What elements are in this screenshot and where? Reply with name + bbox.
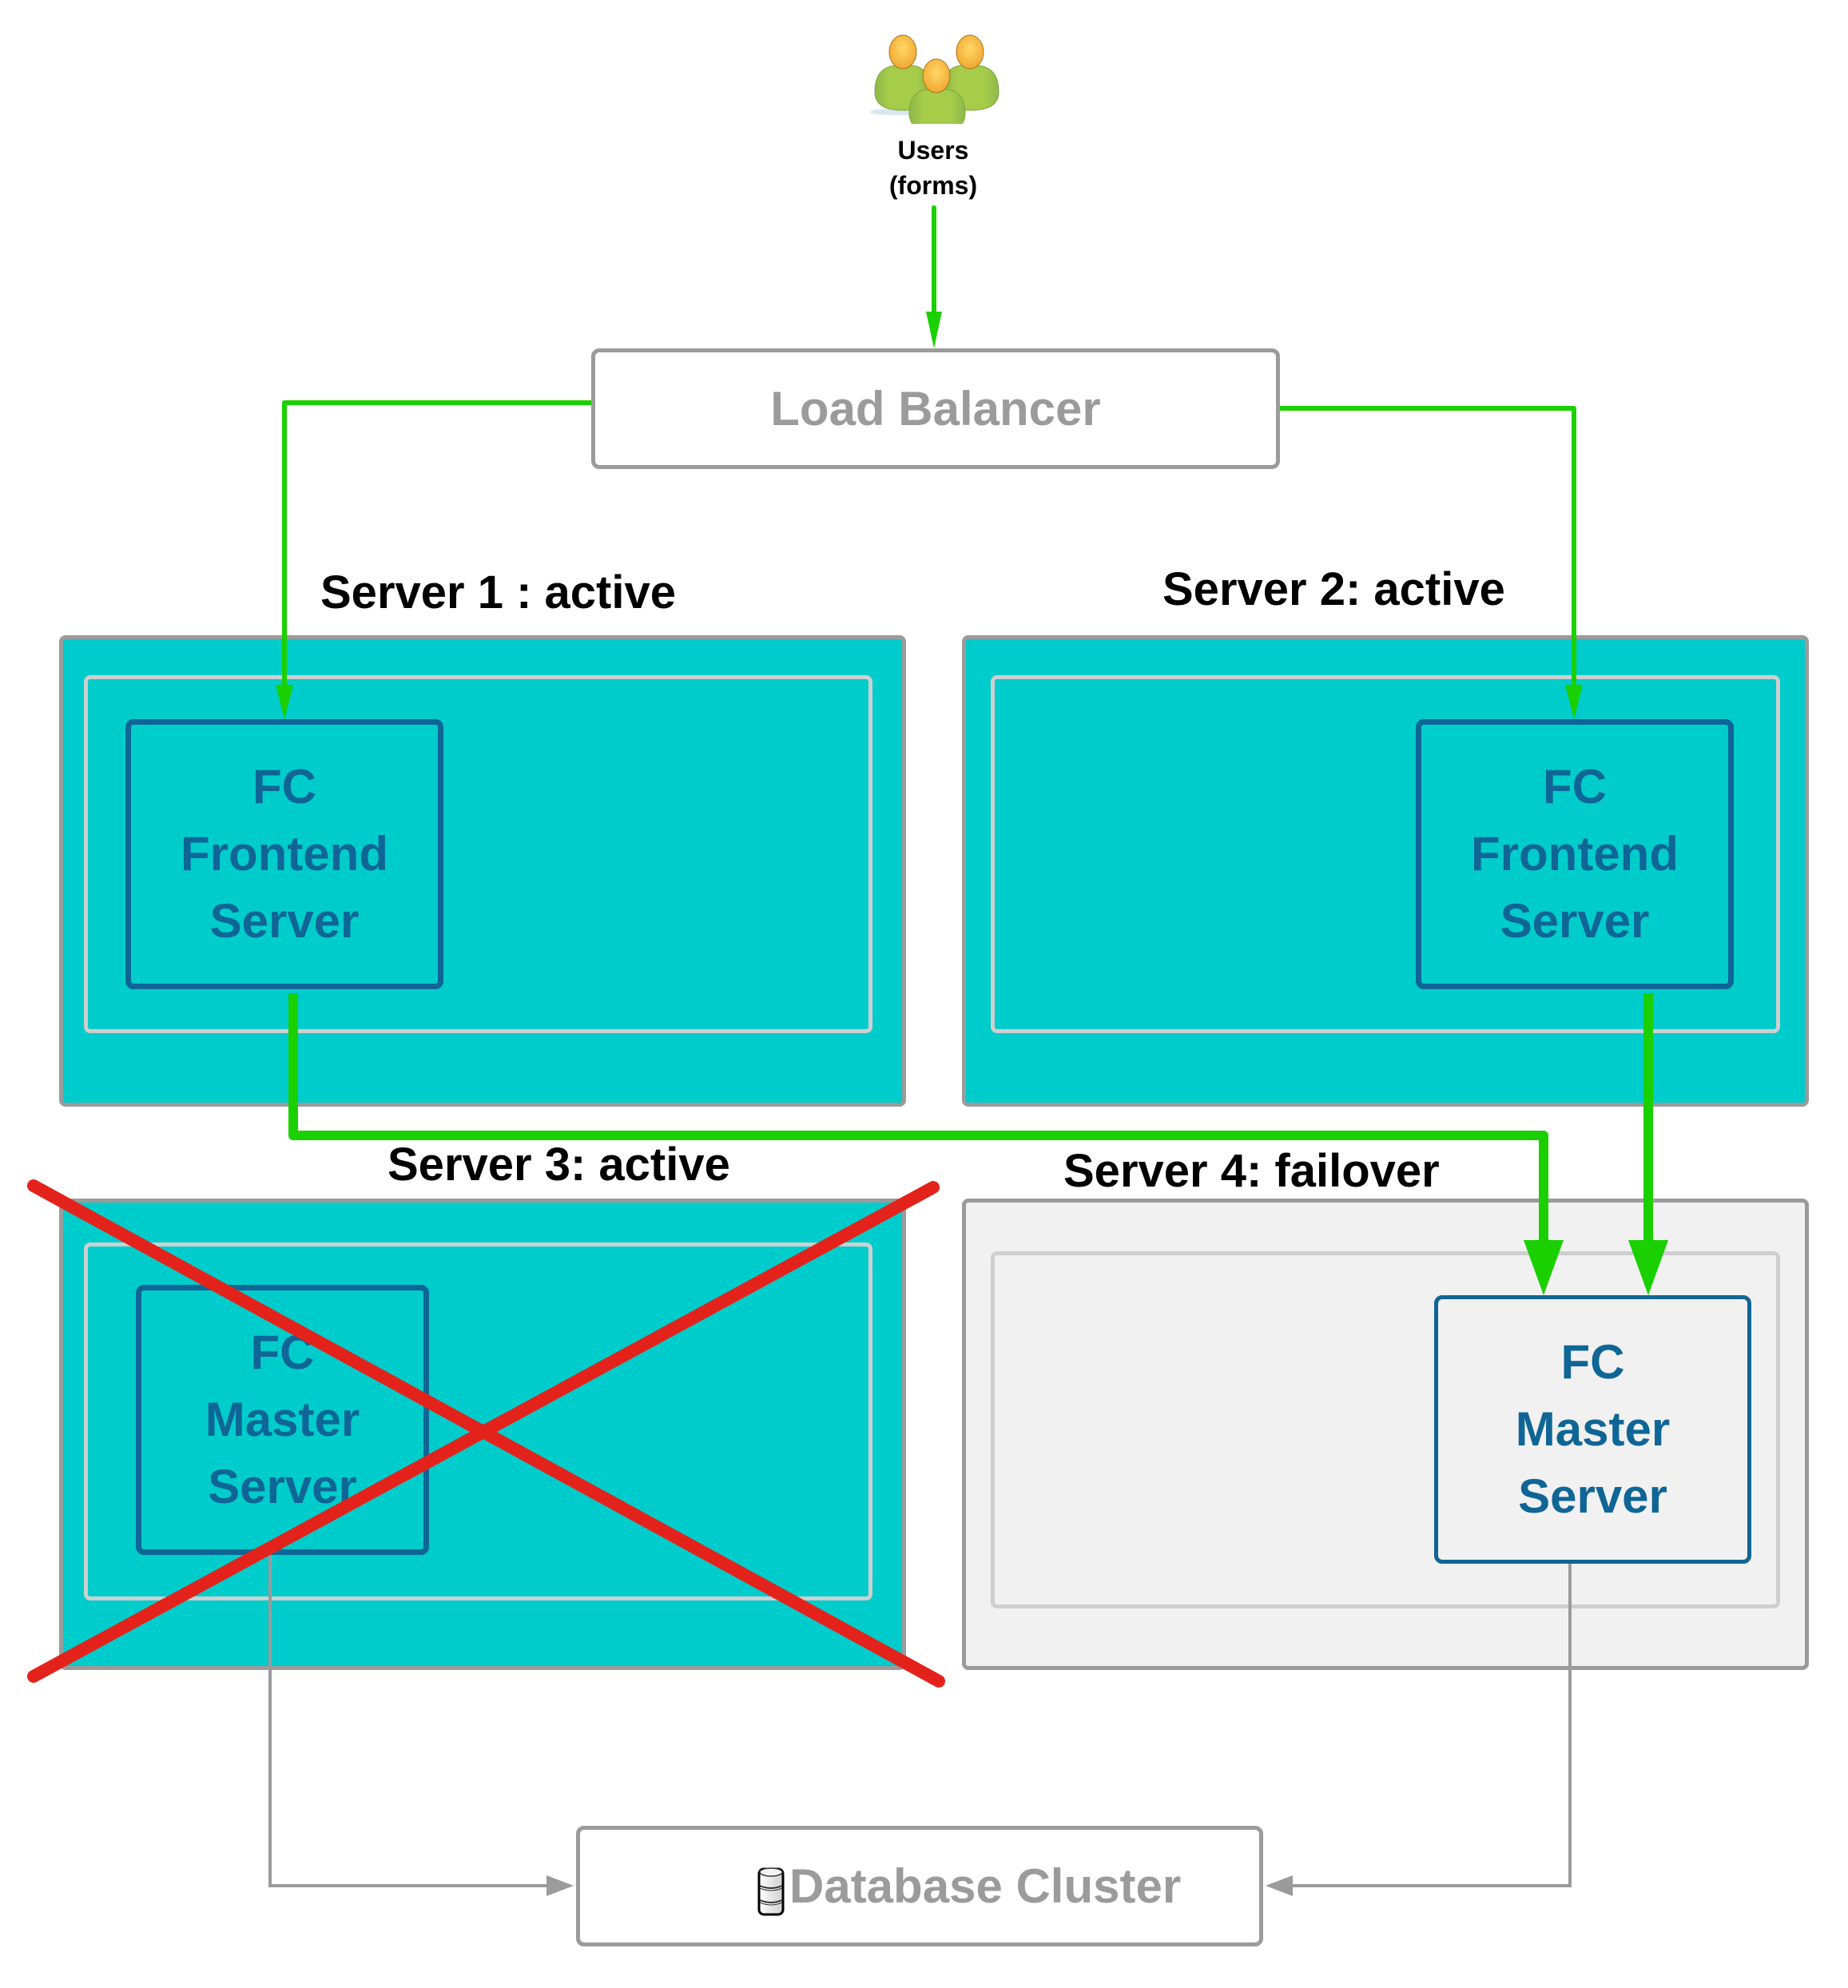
server-1-fc-frontend-server[interactable]: FC Frontend Server — [125, 719, 443, 989]
component-line: Server — [208, 1460, 357, 1513]
server-2-box[interactable] — [962, 635, 1809, 1107]
database-cluster-box[interactable]: Database Cluster — [576, 1826, 1263, 1946]
arrowhead-icon — [1628, 1240, 1668, 1295]
arrow-server-1-to-server-4-master — [288, 993, 1548, 1246]
component-line: FC — [1560, 1335, 1625, 1389]
load-balancer-label: Load Balancer — [770, 382, 1101, 435]
component-line: Master — [205, 1393, 360, 1446]
server-2-inner-frame — [991, 675, 1780, 1033]
arrowhead-icon — [1266, 1875, 1293, 1896]
arrowhead-icon — [926, 312, 942, 348]
arrowhead-icon — [276, 685, 293, 719]
server-4-inner-frame — [991, 1251, 1780, 1608]
server-4-label: Server 4: failover — [1063, 1145, 1440, 1197]
database-icon — [757, 1866, 785, 1918]
server-2-label: Server 2: active — [1162, 563, 1505, 615]
server-1-label: Server 1 : active — [320, 567, 676, 618]
server-3-inner-frame — [84, 1242, 872, 1600]
component-line: FC — [1543, 760, 1607, 813]
database-cluster-label: Database Cluster — [789, 1859, 1182, 1913]
component-line: FC — [252, 760, 316, 813]
arrow-lb-to-server-2 — [1280, 406, 1576, 687]
arrowhead-icon — [546, 1875, 574, 1896]
server-1-inner-frame — [84, 675, 872, 1033]
server-1-box[interactable] — [59, 635, 906, 1107]
load-balancer-box[interactable]: Load Balancer — [591, 348, 1280, 469]
arrow-lb-to-server-1 — [282, 400, 591, 687]
component-line: Server — [1518, 1469, 1667, 1523]
users-group-icon — [868, 16, 1003, 133]
server-2-fc-frontend-server[interactable]: FC Frontend Server — [1416, 719, 1734, 989]
users-label-line2: (forms) — [888, 171, 978, 200]
component-line: Server — [209, 894, 360, 948]
connection-server-4-to-database — [1288, 1564, 1572, 1887]
failure-cross-icon — [27, 1181, 940, 1683]
users-label-line1: Users — [897, 136, 969, 165]
arrowhead-icon — [1524, 1240, 1564, 1295]
component-line: Master — [1515, 1402, 1671, 1456]
server-3-fc-master-server[interactable]: FC Master Server — [136, 1285, 429, 1555]
component-line: Frontend — [1471, 827, 1679, 881]
component-line: Server — [1500, 894, 1650, 948]
users-label: Users (forms) — [853, 133, 1013, 203]
component-line: Frontend — [181, 827, 388, 881]
connection-server-3-to-database — [268, 1555, 551, 1887]
arrowhead-icon — [1565, 685, 1583, 719]
server-4-fc-master-server[interactable]: FC Master Server — [1434, 1295, 1751, 1564]
server-3-label: Server 3: active — [387, 1139, 730, 1191]
